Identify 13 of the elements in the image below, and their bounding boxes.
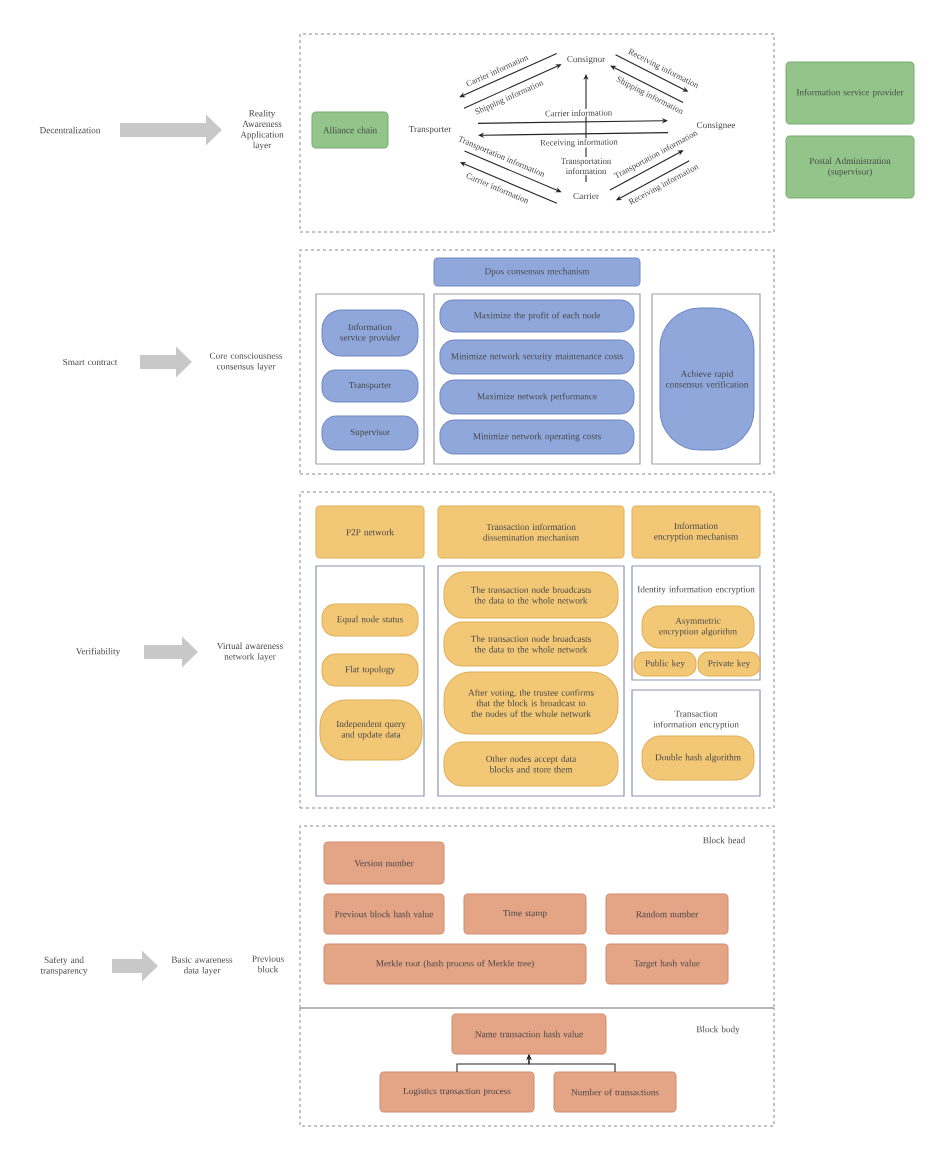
arrow [526,1054,616,1073]
group-panel [437,565,625,797]
layer-box [299,249,775,475]
group-panel [651,293,761,465]
arrow [459,52,558,98]
layer-box [299,491,775,809]
group-panel [315,293,425,465]
arrow [477,118,668,124]
arrow [610,65,684,104]
arrow [478,132,669,138]
group-panel [315,565,425,797]
layer-box [299,33,775,233]
group-panel [433,293,641,465]
